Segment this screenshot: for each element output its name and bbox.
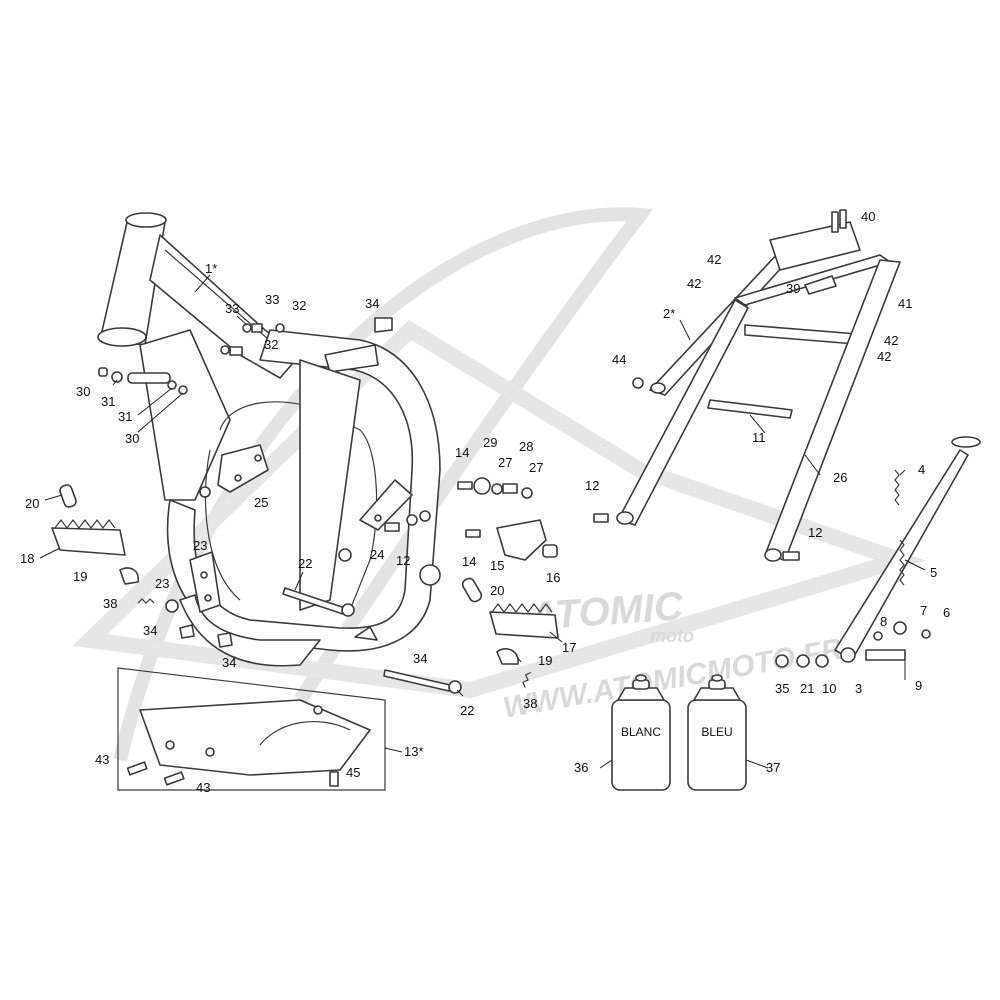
callouts: 1* 2* 3 4 5 6 7 8 9 10 11 12 12 12 13* 1…	[20, 209, 950, 795]
callout-8: 8	[880, 614, 887, 629]
callout-32-a: 32	[292, 298, 306, 313]
left-footpeg	[51, 484, 140, 585]
callout-41: 41	[898, 296, 912, 311]
right-footpeg	[461, 577, 559, 665]
callout-44: 44	[612, 352, 626, 367]
callout-40: 40	[861, 209, 875, 224]
paint-can-blanc-label: BLANC	[621, 725, 661, 739]
callout-22-a: 22	[298, 556, 312, 571]
callout-38-a: 38	[103, 596, 117, 611]
callout-12-b: 12	[808, 525, 822, 540]
leader-lines	[39, 274, 926, 769]
callout-18: 18	[20, 551, 34, 566]
callout-2: 2*	[663, 306, 675, 321]
callout-23-a: 23	[193, 538, 207, 553]
paint-can-bleu: BLEU	[687, 674, 747, 791]
center-parts	[457, 477, 558, 561]
callout-3: 3	[855, 681, 862, 696]
callout-26: 26	[833, 470, 847, 485]
callout-20-b: 20	[490, 583, 504, 598]
callout-19-a: 19	[73, 569, 87, 584]
callout-23-b: 23	[155, 576, 169, 591]
callout-34-a: 34	[365, 296, 379, 311]
side-stand	[775, 436, 981, 668]
callout-12-c: 12	[396, 553, 410, 568]
callout-29: 29	[483, 435, 497, 450]
callout-22-b: 22	[460, 703, 474, 718]
callout-30-a: 30	[76, 384, 90, 399]
callout-32-b: 32	[264, 337, 278, 352]
callout-14-b: 14	[462, 554, 476, 569]
callout-15: 15	[490, 558, 504, 573]
callout-20-a: 20	[25, 496, 39, 511]
callout-17: 17	[562, 640, 576, 655]
callout-30-b: 30	[125, 431, 139, 446]
callout-34-b: 34	[143, 623, 157, 638]
callout-28: 28	[519, 439, 533, 454]
callout-4: 4	[918, 462, 925, 477]
callout-43-b: 43	[196, 780, 210, 795]
callout-9: 9	[915, 678, 922, 693]
subframe	[593, 209, 901, 562]
watermark-url: WWW.ATOMICMOTO.FR	[500, 633, 845, 725]
callout-42-a: 42	[707, 252, 721, 267]
callout-43-a: 43	[95, 752, 109, 767]
callout-6: 6	[943, 605, 950, 620]
callout-11: 11	[752, 430, 766, 445]
frame-small-parts	[98, 317, 531, 694]
callout-39: 39	[786, 281, 800, 296]
paint-can-blanc: BLANC	[611, 674, 671, 791]
callout-36: 36	[574, 760, 588, 775]
callout-10: 10	[822, 681, 836, 696]
callout-34-c: 34	[222, 655, 236, 670]
callout-45: 45	[346, 765, 360, 780]
callout-37: 37	[766, 760, 780, 775]
watermark-subbrand: moto	[650, 626, 694, 646]
callout-13: 13*	[404, 744, 424, 759]
skid-plate	[117, 667, 386, 791]
callout-24: 24	[370, 547, 384, 562]
callout-31-b: 31	[118, 409, 132, 424]
callout-27-a: 27	[498, 455, 512, 470]
callout-42-c: 42	[884, 333, 898, 348]
callout-12-a: 12	[585, 478, 599, 493]
callout-1: 1*	[205, 261, 217, 276]
callout-34-d: 34	[413, 651, 427, 666]
callout-19-b: 19	[538, 653, 552, 668]
callout-27-b: 27	[529, 460, 543, 475]
callout-42-b: 42	[687, 276, 701, 291]
callout-38-b: 38	[523, 696, 537, 711]
callout-33-a: 33	[265, 292, 279, 307]
callout-35: 35	[775, 681, 789, 696]
callout-14-a: 14	[455, 445, 469, 460]
paint-can-bleu-label: BLEU	[701, 725, 732, 739]
callout-16: 16	[546, 570, 560, 585]
callout-31-a: 31	[101, 394, 115, 409]
callout-25: 25	[254, 495, 268, 510]
callout-33-b: 33	[225, 301, 239, 316]
callout-5: 5	[930, 565, 937, 580]
callout-7: 7	[920, 603, 927, 618]
callout-42-d: 42	[877, 349, 891, 364]
callout-21: 21	[800, 681, 814, 696]
